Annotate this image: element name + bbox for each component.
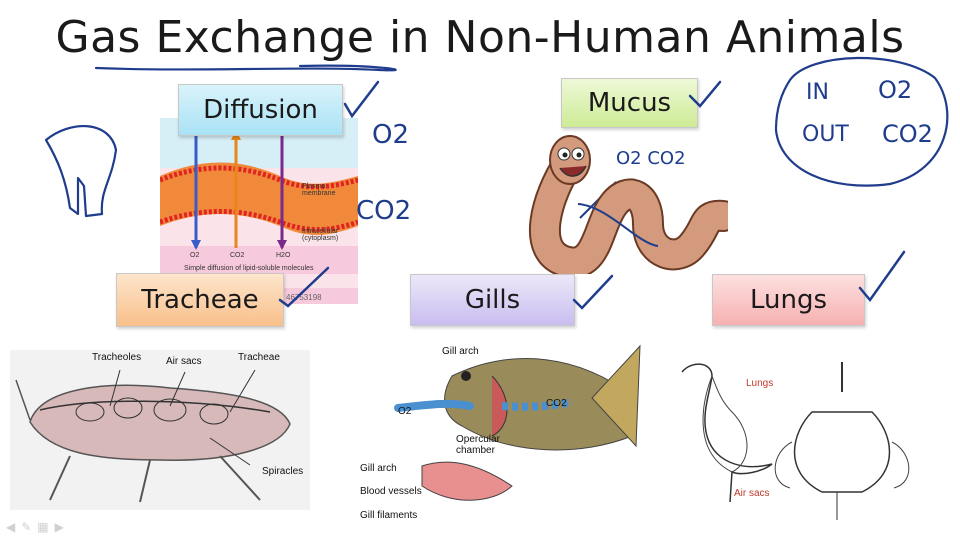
- fish-co2-label: CO2: [546, 398, 567, 409]
- gill-arch-detail-label: Gill arch: [360, 463, 397, 474]
- insect-tracheae-label: Tracheae: [238, 352, 280, 363]
- checkmark-lungs-icon: [858, 250, 906, 303]
- villi-doodle-icon: [44, 124, 118, 218]
- opercular-chamber-label: Opercular chamber: [456, 434, 500, 456]
- tracheoles-label: Tracheoles: [92, 352, 142, 363]
- blood-vessels-label: Blood vessels: [360, 486, 422, 497]
- bird-lungs-label: Lungs: [746, 378, 774, 389]
- gill-filaments-label: Gill filaments: [360, 510, 418, 521]
- lungs-box: Lungs: [712, 274, 865, 326]
- diffusion-membrane-figure: [160, 118, 358, 304]
- in-out-circle: [774, 56, 949, 187]
- fish-gill-arch-label: Gill arch: [442, 346, 479, 357]
- co2-molecule-label: CO2: [230, 252, 245, 259]
- checkmark-tracheae-icon: [278, 266, 330, 308]
- fish-o2-label: O2: [398, 406, 412, 417]
- mucus-box: Mucus: [561, 78, 698, 128]
- pen-tool-icon[interactable]: ✎: [21, 520, 32, 534]
- bird-lungs-illustration: [681, 362, 910, 520]
- insect-tracheal-illustration: [10, 350, 310, 510]
- o2-molecule-label: O2: [190, 252, 200, 259]
- spiracles-label: Spiracles: [262, 466, 304, 477]
- handwritten-in-value: O2: [878, 76, 913, 104]
- fish-gills-illustration: [394, 344, 641, 501]
- tracheae-box: Tracheae: [116, 273, 284, 327]
- handwritten-out-label: OUT: [802, 122, 849, 147]
- bird-air-sacs-label: Air sacs: [734, 488, 770, 499]
- gills-box: Gills: [410, 274, 575, 326]
- intracellular-label: Intracellular (cytoplasm): [302, 228, 339, 242]
- diffusion-box: Diffusion: [178, 84, 343, 136]
- checkmark-gills-icon: [572, 274, 614, 310]
- slide-title: Gas Exchange in Non-Human Animals: [55, 12, 905, 63]
- handwritten-co2: CO2: [356, 196, 412, 226]
- previous-slide-icon[interactable]: ◀: [6, 520, 16, 534]
- slide-menu-icon[interactable]: ▦: [37, 520, 49, 534]
- handwritten-out-value: CO2: [882, 120, 933, 148]
- checkmark-mucus-icon: [688, 80, 722, 108]
- next-slide-icon[interactable]: ▶: [54, 520, 64, 534]
- presentation-toolbar: ◀ ✎ ▦ ▶: [6, 520, 64, 534]
- h2o-molecule-label: H2O: [276, 252, 291, 259]
- earthworm-illustration: [528, 135, 728, 274]
- plasma-membrane-label: Plasma membrane: [302, 183, 336, 197]
- handwritten-worm-note: O2 CO2: [616, 148, 686, 169]
- checkmark-diffusion-icon: [343, 80, 380, 119]
- diffusion-caption: Simple diffusion of lipid-soluble molecu…: [184, 265, 314, 272]
- handwritten-in-label: IN: [806, 80, 829, 105]
- diffusion-image-id: 46753198: [286, 293, 322, 302]
- insect-air-sacs-label: Air sacs: [166, 356, 202, 367]
- handwritten-o2: O2: [372, 120, 410, 150]
